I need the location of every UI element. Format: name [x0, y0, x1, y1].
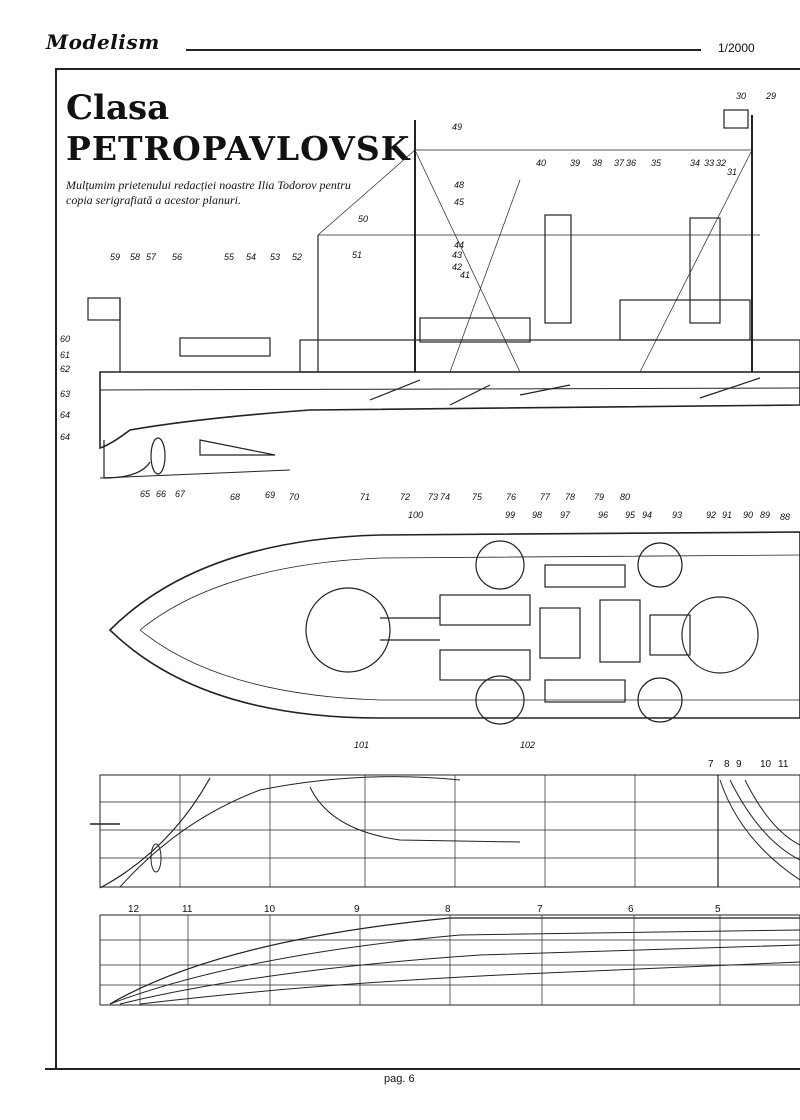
- profile-label-13: 36: [626, 158, 636, 168]
- profile-label-bottom-9: 74: [440, 492, 450, 502]
- profile-label-32: 63: [60, 389, 70, 399]
- body-plan-station-3: 10: [760, 759, 772, 770]
- body-plan-station-0: 7: [708, 759, 714, 770]
- profile-label-7: 42: [452, 262, 462, 272]
- waterline-station-4: 8: [445, 904, 451, 915]
- deck-label-1: 99: [505, 510, 515, 520]
- waterline-plan-grid: [99, 914, 800, 1006]
- profile-label-0: 49: [452, 122, 462, 132]
- deck-label-10: 90: [743, 510, 753, 520]
- profile-label-22: 58: [130, 252, 140, 262]
- profile-label-31: 62: [60, 364, 70, 374]
- profile-label-8: 41: [460, 270, 470, 280]
- profile-label-11: 38: [592, 158, 602, 168]
- title-class: Clasa: [66, 88, 170, 128]
- profile-label-bottom-5: 70: [289, 492, 299, 502]
- profile-label-bottom-12: 77: [540, 492, 551, 502]
- profile-label-25: 55: [224, 252, 235, 262]
- profile-label-bottom-11: 76: [506, 492, 516, 502]
- deck-label-8: 92: [706, 510, 716, 520]
- profile-label-bottom-14: 79: [594, 492, 604, 502]
- profile-label-10: 39: [570, 158, 580, 168]
- profile-label-27: 53: [270, 252, 280, 262]
- deck-label-3: 97: [560, 510, 571, 520]
- profile-label-30: 61: [60, 350, 70, 360]
- waterline-station-3: 9: [354, 904, 360, 915]
- profile-label-26: 54: [246, 252, 256, 262]
- waterline-station-labels: 12 11 10 9 8 7 6 5: [128, 904, 721, 915]
- profile-label-23: 57: [146, 252, 157, 262]
- waterline-station-1: 11: [182, 904, 193, 915]
- profile-label-bottom-1: 66: [156, 489, 166, 499]
- deck-label-0: 100: [408, 510, 423, 520]
- profile-label-12: 37: [614, 158, 625, 168]
- profile-label-17: 32: [716, 158, 726, 168]
- profile-label-bottom-13: 78: [565, 492, 575, 502]
- profile-label-21: 59: [110, 252, 120, 262]
- profile-label-bottom-3: 68: [230, 492, 240, 502]
- deck-label-9: 91: [722, 510, 732, 520]
- body-plan-station-4: 11: [778, 759, 789, 770]
- profile-label-bottom-4: 69: [265, 490, 275, 500]
- profile-label-2: 45: [454, 197, 465, 207]
- body-plan-station-2: 9: [736, 759, 742, 770]
- deck-label-11: 89: [760, 510, 770, 520]
- profile-label-4: 51: [352, 250, 362, 260]
- profile-label-5: 44: [454, 240, 464, 250]
- profile-label-18: 31: [727, 167, 737, 177]
- profile-label-bottom-10: 75: [472, 492, 483, 502]
- profile-label-bottom-2: 67: [175, 489, 186, 499]
- body-plan-grid: [90, 774, 800, 889]
- profile-label-34: 64: [60, 432, 70, 442]
- waterline-station-7: 5: [715, 904, 721, 915]
- title-ship-name: PETROPAVLOVSK: [66, 129, 411, 168]
- deck-label-2: 98: [532, 510, 542, 520]
- profile-label-bottom-15: 80: [620, 492, 630, 502]
- profile-label-bottom-8: 73: [428, 492, 438, 502]
- side-profile-drawing: [87, 109, 800, 479]
- profile-label-15: 34: [690, 158, 700, 168]
- footer-rule: [45, 1068, 800, 1070]
- deck-label-13: 101: [354, 740, 369, 750]
- profile-label-16: 33: [704, 158, 714, 168]
- profile-label-20: 29: [765, 91, 776, 101]
- deck-callout-labels: 100 99 98 97 96 95 94 93 92 91 90 89 88 101 102: [354, 510, 790, 750]
- profile-label-9: 40: [536, 158, 546, 168]
- profile-label-1: 48: [454, 180, 464, 190]
- deck-label-6: 94: [642, 510, 652, 520]
- deck-label-14: 102: [520, 740, 535, 750]
- body-plan-station-1: 8: [724, 759, 730, 770]
- profile-label-bottom-0: 65: [140, 489, 151, 499]
- deck-label-7: 93: [672, 510, 682, 520]
- header-rule: [186, 49, 701, 51]
- profile-label-19: 30: [736, 91, 746, 101]
- waterline-station-6: 6: [628, 904, 634, 915]
- deck-label-5: 95: [625, 510, 636, 520]
- magazine-logo: Modelism: [46, 30, 160, 54]
- issue-number: 1/2000: [718, 41, 755, 55]
- waterline-station-2: 10: [264, 904, 276, 915]
- deck-label-12: 88: [780, 512, 790, 522]
- profile-label-bottom-7: 72: [400, 492, 410, 502]
- profile-label-33: 64: [60, 410, 70, 420]
- acknowledgement-text: Mulțumim prietenului redacției noastre I…: [66, 178, 351, 207]
- deck-label-4: 96: [598, 510, 608, 520]
- waterline-station-0: 12: [128, 904, 140, 915]
- waterline-station-5: 7: [537, 904, 543, 915]
- page-number: pag. 6: [384, 1073, 415, 1085]
- profile-label-29: 60: [60, 334, 70, 344]
- content-frame: [55, 68, 800, 1070]
- profile-label-bottom-6: 71: [360, 492, 370, 502]
- profile-label-14: 35: [651, 158, 662, 168]
- deck-plan-drawing: [108, 531, 800, 725]
- profile-label-3: 50: [358, 214, 368, 224]
- profile-label-28: 52: [292, 252, 302, 262]
- profile-label-6: 43: [452, 250, 462, 260]
- profile-label-24: 56: [172, 252, 182, 262]
